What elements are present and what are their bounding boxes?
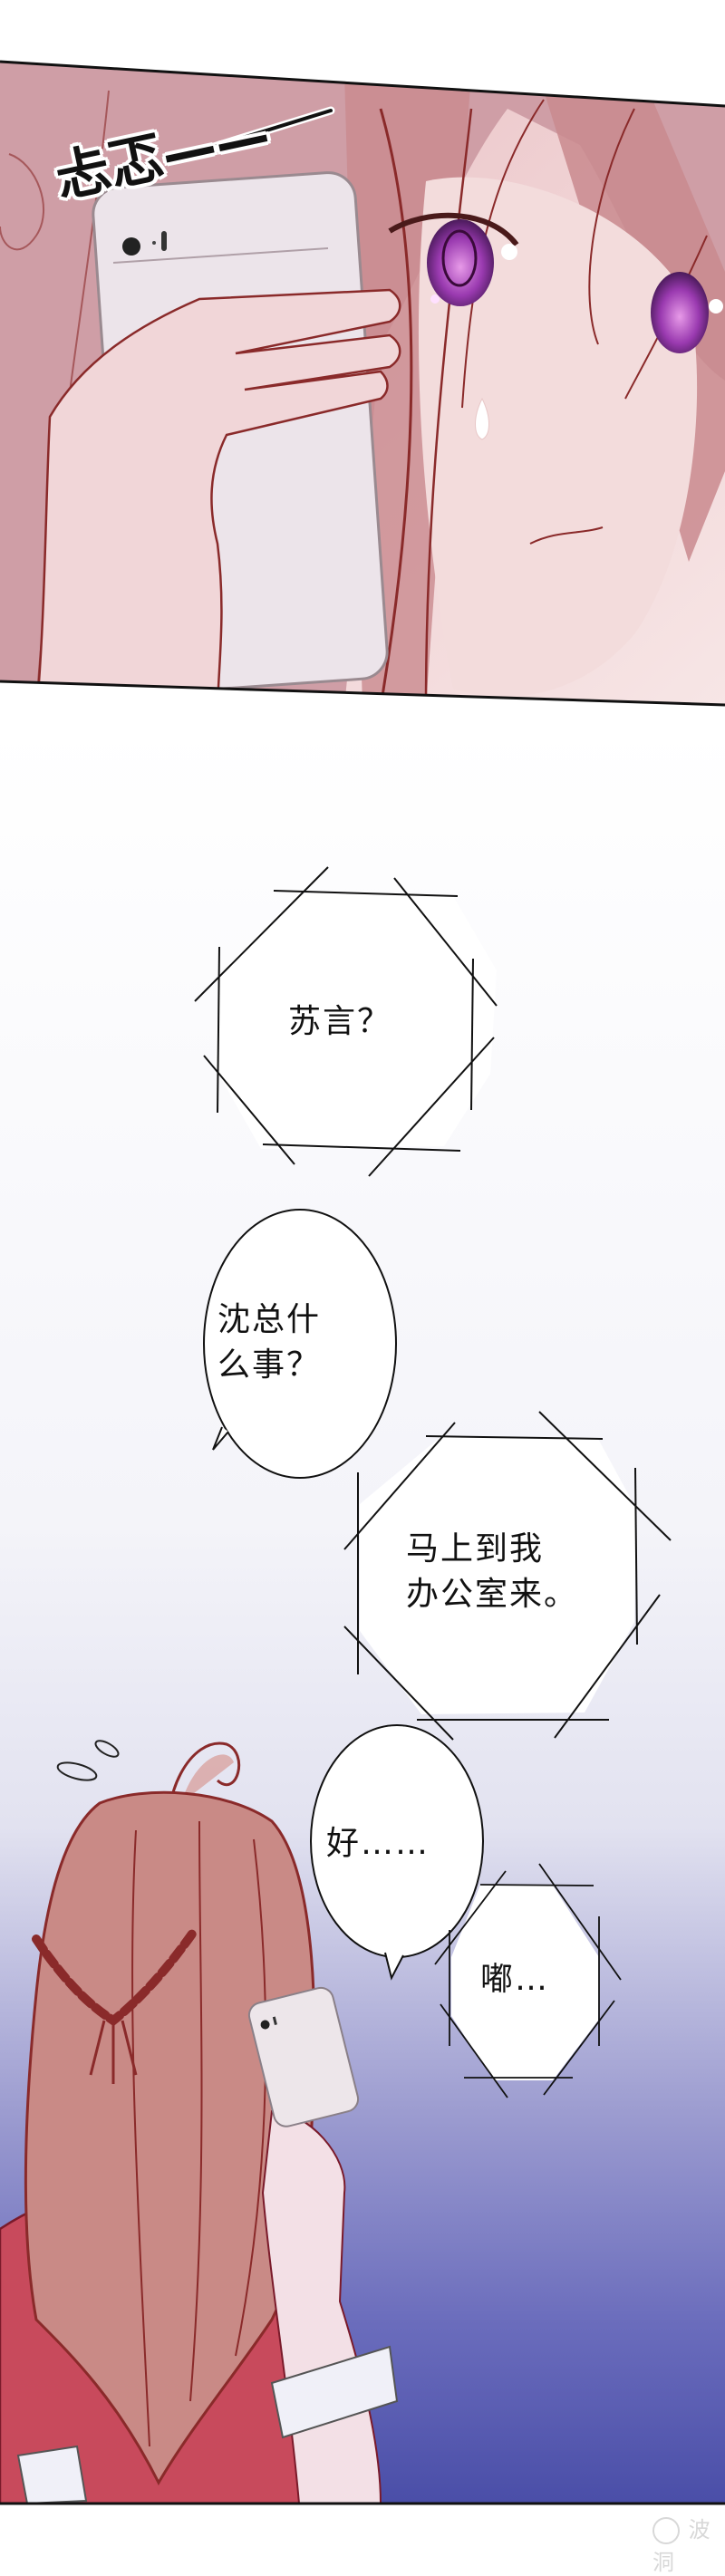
speech-bubble-octagon-1 [194, 866, 498, 1177]
bubble-2-line-2: 么事？ [218, 1346, 322, 1384]
bubble-5-line: 嘟… [480, 1961, 550, 1998]
panel-1 [0, 62, 725, 705]
watermark: 波洞 [652, 2512, 725, 2576]
bubble-3-line-2: 办公室来。 [406, 1576, 579, 1613]
bubble-1-line: 苏言？ [287, 1003, 392, 1040]
bubble-4-text: 好…… [326, 1821, 471, 1867]
panel-1-bottom-border [0, 680, 725, 707]
speech-bubble-octagon-2 [343, 1411, 672, 1741]
watermark-logo-icon [652, 2517, 680, 2544]
bubble-2-line-1: 沈总什 [218, 1301, 322, 1338]
speech-bubble-octagon-3 [434, 1863, 622, 2098]
bubble-5-text: 嘟… [480, 1957, 589, 2002]
speech-bubble-oval-1 [203, 1209, 397, 1479]
bubble-3-text: 马上到我 办公室来。 [406, 1527, 624, 1617]
bubble-1-text: 苏言？ [240, 999, 440, 1045]
bubble-4-line: 好…… [326, 1825, 430, 1862]
bubble-3-line-1: 马上到我 [406, 1530, 545, 1568]
speech-bubble-oval-2 [310, 1724, 484, 1981]
bubble-2-text: 沈总什 么事？ [218, 1298, 381, 1388]
panel-1-top-border [0, 60, 725, 108]
